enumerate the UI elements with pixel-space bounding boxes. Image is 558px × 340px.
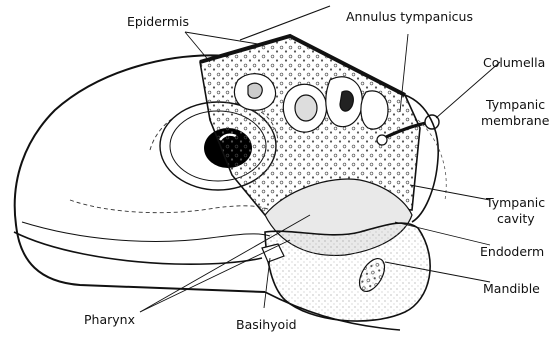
label-tympanic-membrane-line1: Tympanic <box>486 98 545 112</box>
label-annulus-tympanicus: Annulus tympanicus <box>346 10 473 24</box>
label-epidermis: Epidermis <box>127 15 189 29</box>
label-tympanic-membrane-line2: membrane <box>481 114 549 128</box>
head-dashed-contour <box>70 200 270 213</box>
label-columella: Columella <box>483 56 545 70</box>
label-endoderm: Endoderm <box>480 245 544 259</box>
epidermis-outer-line <box>240 6 330 40</box>
label-tympanic-cavity-line1: Tympanic <box>486 196 545 210</box>
label-mandible: Mandible <box>483 282 540 296</box>
label-tympanic-cavity-line2: cavity <box>497 212 535 226</box>
mouth-line <box>22 222 270 241</box>
mandible-region <box>265 223 430 321</box>
label-basihyoid: Basihyoid <box>236 318 297 332</box>
jaw-line <box>14 232 262 264</box>
label-pharynx: Pharynx <box>84 313 135 327</box>
